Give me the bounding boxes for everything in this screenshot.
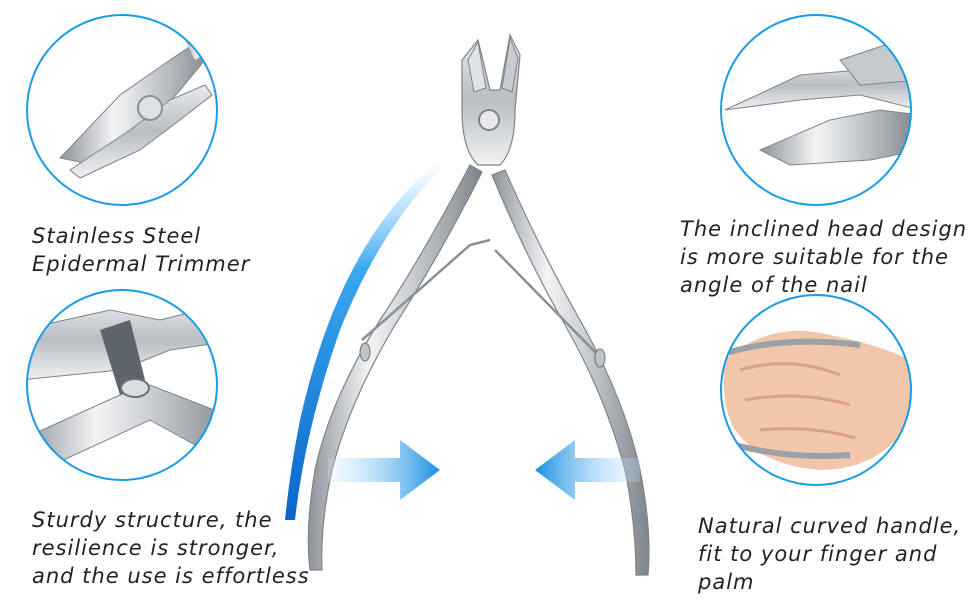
- cuticle-nipper-product: [307, 33, 650, 576]
- caption-line: palm: [698, 570, 755, 594]
- caption-line: Epidermal Trimmer: [32, 252, 251, 276]
- detail-circle-jaw-tip: [26, 14, 218, 206]
- arrow-right-icon: [328, 440, 440, 500]
- detail-circle-spring-joint: [26, 289, 218, 481]
- caption-sturdy-structure: Sturdy structure, the resilience is stro…: [32, 506, 310, 590]
- caption-curved-handle: Natural curved handle, fit to your finge…: [698, 512, 961, 596]
- caption-line: is more suitable for the: [680, 245, 949, 269]
- arrow-left-icon: [535, 440, 640, 500]
- detail-circle-hand-grip: [720, 294, 912, 486]
- caption-stainless-steel: Stainless Steel Epidermal Trimmer: [32, 222, 250, 278]
- caption-line: resilience is stronger,: [32, 536, 280, 560]
- detail-circle-inclined-head: [720, 14, 912, 206]
- caption-inclined-head: The inclined head design is more suitabl…: [680, 215, 967, 299]
- caption-line: Sturdy structure, the: [32, 508, 273, 532]
- caption-line: fit to your finger and: [698, 542, 938, 566]
- caption-line: and the use is effortless: [32, 564, 310, 588]
- caption-line: Stainless Steel: [32, 224, 202, 248]
- caption-line: The inclined head design: [680, 217, 968, 241]
- caption-line: Natural curved handle,: [698, 514, 962, 538]
- caption-line: angle of the nail: [680, 273, 868, 297]
